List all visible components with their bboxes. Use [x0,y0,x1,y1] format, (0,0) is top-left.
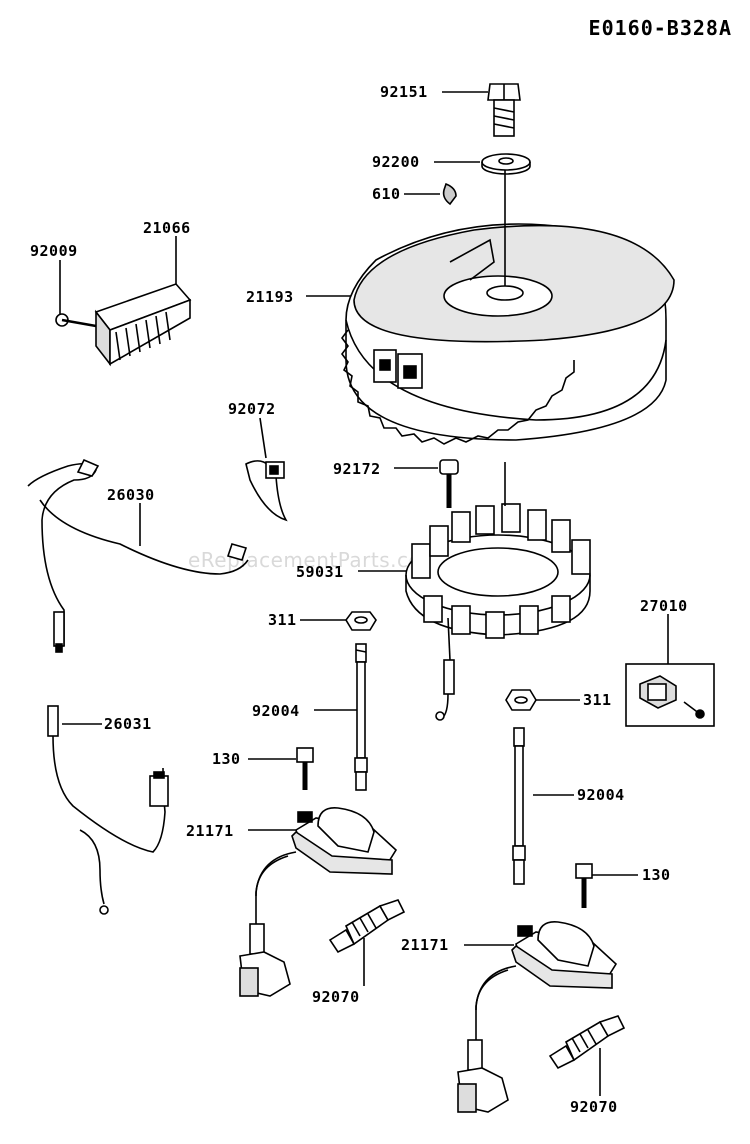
label-130-right[interactable]: 130 [642,866,671,884]
label-92151[interactable]: 92151 [380,83,428,101]
label-21171-right[interactable]: 21171 [401,936,449,954]
label-92070-left[interactable]: 92070 [312,988,360,1006]
label-92070-right[interactable]: 92070 [570,1098,618,1116]
label-26031[interactable]: 26031 [104,715,152,733]
label-130-left[interactable]: 130 [212,750,241,768]
label-92004-right[interactable]: 92004 [577,786,625,804]
label-92009[interactable]: 92009 [30,242,78,260]
label-610[interactable]: 610 [372,185,401,203]
label-59031[interactable]: 59031 [296,563,344,581]
diagram-code: E0160-B328A [588,16,732,40]
label-92072[interactable]: 92072 [228,400,276,418]
label-92200[interactable]: 92200 [372,153,420,171]
label-311-upper[interactable]: 311 [268,611,297,629]
label-27010[interactable]: 27010 [640,597,688,615]
label-92172[interactable]: 92172 [333,460,381,478]
label-21066[interactable]: 21066 [143,219,191,237]
label-311-lower[interactable]: 311 [583,691,612,709]
label-21193[interactable]: 21193 [246,288,294,306]
label-21171-left[interactable]: 21171 [186,822,234,840]
label-92004-left[interactable]: 92004 [252,702,300,720]
label-26030[interactable]: 26030 [107,486,155,504]
